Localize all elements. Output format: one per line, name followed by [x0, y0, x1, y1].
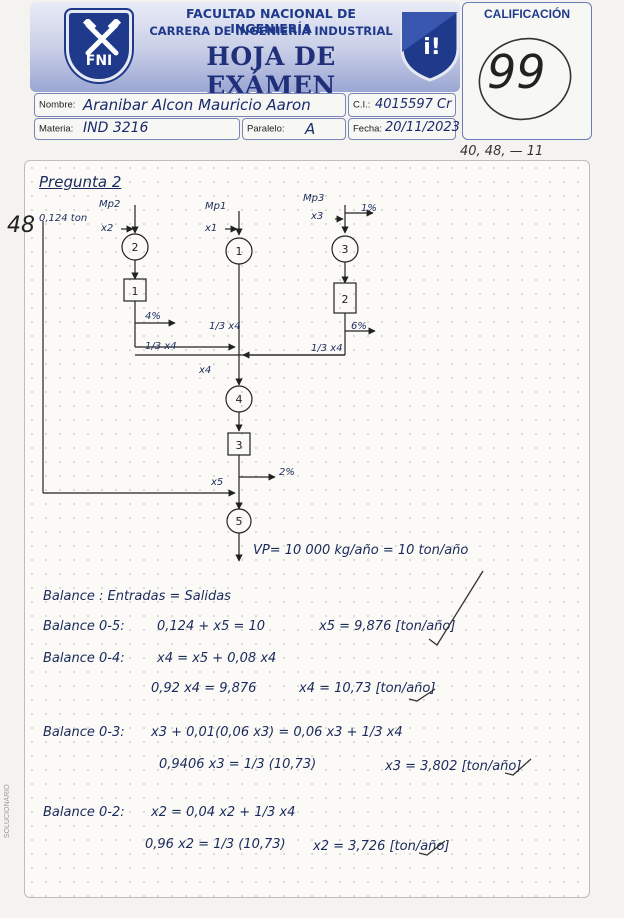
x5-label: x5 — [211, 477, 224, 488]
shield-text: i! — [423, 35, 441, 60]
pct-1-label: 1% — [361, 203, 377, 214]
materia-value: IND 3216 — [83, 120, 149, 136]
margin-note: 40, 48, — 11 — [460, 144, 544, 159]
balance-04-eq2: 0,92 x4 = 9,876 — [151, 681, 257, 696]
grade-circle — [478, 37, 572, 121]
balance-02-eq2: 0,96 x2 = 1/3 (10,73) — [145, 837, 286, 852]
balance-03-label: Balance 0-3: — [43, 725, 125, 740]
grade-value: 99 — [487, 45, 546, 99]
node-4-label: 4 — [236, 393, 243, 406]
career-name: CARRERA DE INGENIERÍA INDUSTRIAL — [149, 24, 393, 38]
sheet-title: HOJA DE EXÁMEN — [206, 42, 336, 100]
balance-02-result: x2 = 3,726 [ton/año] — [313, 839, 450, 854]
grade-label: CALIFICACIÓN — [484, 7, 570, 21]
side-score: 48 — [7, 213, 35, 238]
balance-03-eq: x3 + 0,01(0,06 x3) = 0,06 x3 + 1/3 x4 — [151, 725, 403, 740]
pct-4-label: 4% — [145, 311, 161, 322]
ci-value: 4015597 Cr — [375, 97, 452, 112]
ci-label: C.I.: — [353, 99, 371, 111]
node-5-label: 5 — [236, 515, 243, 528]
fni-logo-text: FNI — [85, 53, 113, 69]
balance-04-result: x4 = 10,73 [ton/año] — [299, 681, 436, 696]
nombre-value: Aranibar Alcon Mauricio Aaron — [83, 96, 311, 114]
balance-03-result: x3 = 3,802 [ton/año] — [385, 759, 522, 774]
third-x4-a-label: 1/3 x4 — [145, 341, 177, 352]
grade-box: CALIFICACIÓN 99 — [462, 2, 592, 140]
materia-label: Materia: — [39, 123, 74, 135]
ci-field: C.I.: 4015597 Cr — [348, 93, 456, 117]
vp-label: VP= 10 000 kg/año = 10 ton/año — [253, 543, 469, 558]
mp1-label: Mp1 — [205, 201, 227, 212]
paralelo-value: A — [305, 120, 316, 138]
box-2-label: 2 — [342, 293, 349, 306]
paralelo-label: Paralelo: — [247, 123, 285, 135]
fecha-label: Fecha: — [353, 123, 383, 135]
balance-05-result: x5 = 9,876 [ton/año] — [319, 619, 456, 634]
pct-6-label: 6% — [351, 321, 367, 332]
fecha-field: Fecha: 20/11/2023 — [348, 118, 460, 140]
node-3-label: 3 — [342, 243, 349, 256]
balance-04-eq: x4 = x5 + 0,08 x4 — [157, 651, 277, 666]
x1-label: x1 — [205, 223, 218, 234]
left-feed-label: 0,124 ton — [39, 213, 88, 224]
third-x4-c-label: 1/3 x4 — [311, 343, 343, 354]
node-2-label: 2 — [132, 241, 139, 254]
mp3-label: Mp3 — [303, 193, 325, 204]
fni-logo: FNI — [66, 10, 132, 82]
answer-sheet: Pregunta 2 48 — [7, 160, 590, 898]
fecha-value: 20/11/2023 — [385, 120, 460, 135]
x2-label: x2 — [101, 223, 114, 234]
balance-title: Balance : Entradas = Salidas — [43, 589, 231, 604]
pct-2-label: 2% — [279, 467, 295, 478]
question-title: Pregunta 2 — [39, 173, 122, 191]
balance-03-eq2: 0,9406 x3 = 1/3 (10,73) — [159, 757, 317, 772]
mp2-label: Mp2 — [99, 199, 121, 210]
balance-05-eq: 0,124 + x5 = 10 — [157, 619, 266, 634]
balance-05-label: Balance 0-5: — [43, 619, 125, 634]
box-1-label: 1 — [132, 285, 139, 298]
third-x4-b-label: 1/3 x4 — [209, 321, 241, 332]
nombre-field: Nombre: Aranibar Alcon Mauricio Aaron — [34, 93, 346, 117]
paralelo-field: Paralelo: A — [242, 118, 346, 140]
faculty-name: FACULTAD NACIONAL DE INGENIERÍA — [186, 6, 356, 36]
flow-diagram: 2 1 1 3 2 4 3 5 — [42, 205, 376, 562]
materia-field: Materia: IND 3216 — [34, 118, 240, 140]
exam-header: FNI FACULTAD NACIONAL DE INGENIERÍA CARR… — [30, 2, 460, 100]
crossed-hammers-icon — [82, 19, 122, 56]
balance-04-label: Balance 0-4: — [43, 651, 125, 666]
node-1-label: 1 — [236, 245, 243, 258]
nombre-label: Nombre: — [39, 99, 76, 111]
side-note: SOLUCIONARIO — [4, 784, 11, 838]
industrial-shield-icon: i! — [400, 10, 460, 82]
balance-02-eq: x2 = 0,04 x2 + 1/3 x4 — [151, 805, 296, 820]
x4-label: x4 — [199, 365, 212, 376]
box-3-label: 3 — [236, 439, 243, 452]
x3-label: x3 — [311, 211, 324, 222]
balance-02-label: Balance 0-2: — [43, 805, 125, 820]
